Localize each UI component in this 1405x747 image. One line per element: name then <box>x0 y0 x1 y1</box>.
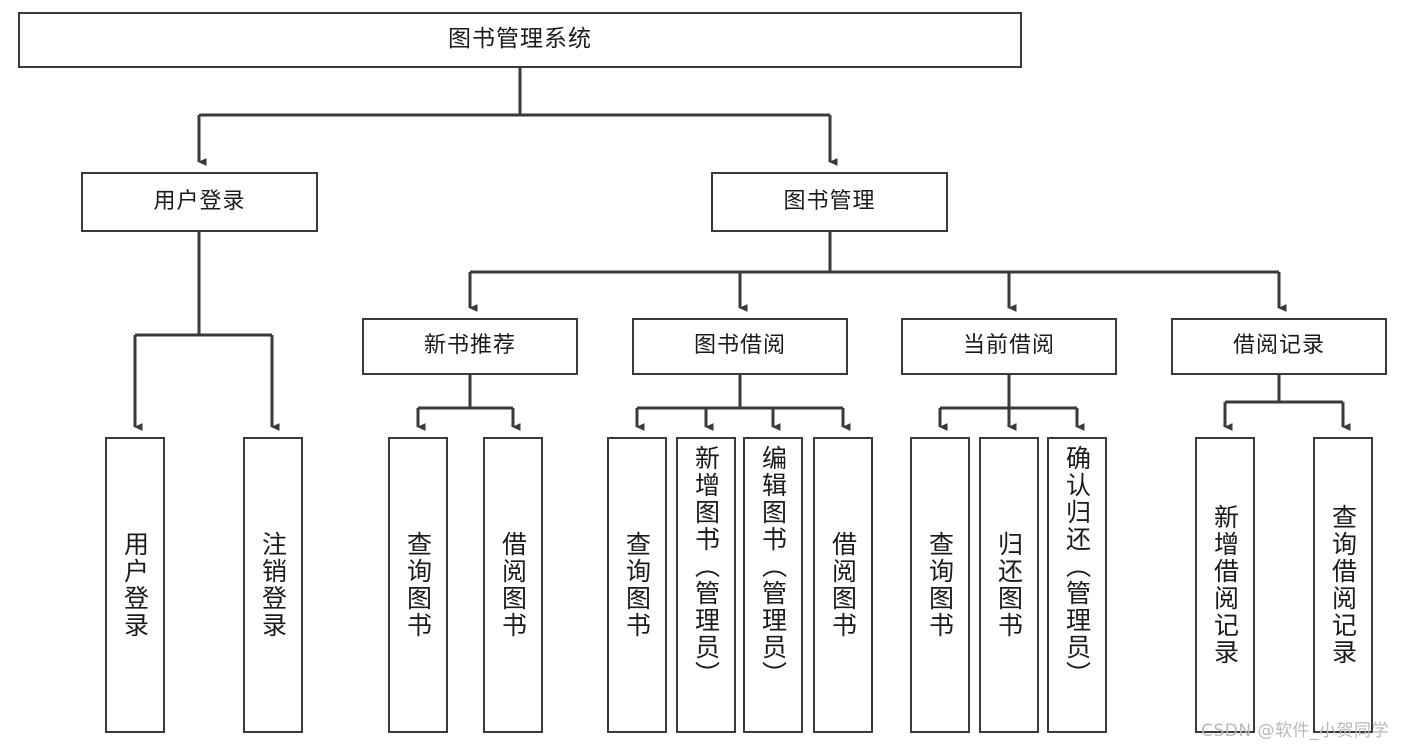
node-leaf-confirm-return-admin-label: 确认归还（管理员） <box>1062 445 1092 688</box>
node-book-borrow[interactable]: 图书借阅 <box>632 318 848 375</box>
node-leaf-add-borrow-record[interactable]: 新增借阅记录 <box>1195 437 1255 733</box>
node-new-book-recommend-label: 新书推荐 <box>423 333 516 359</box>
node-book-borrow-label: 图书借阅 <box>693 333 786 359</box>
node-book-manage[interactable]: 图书管理 <box>711 172 948 232</box>
node-leaf-query-book-3[interactable]: 查询图书 <box>910 437 970 733</box>
node-leaf-query-book-3-label: 查询图书 <box>925 531 955 639</box>
node-borrow-record-label: 借阅记录 <box>1232 333 1325 359</box>
node-leaf-logout-login[interactable]: 注销登录 <box>243 437 303 733</box>
node-leaf-query-book-1[interactable]: 查询图书 <box>388 437 448 733</box>
node-new-book-recommend[interactable]: 新书推荐 <box>362 318 578 375</box>
node-leaf-confirm-return-admin[interactable]: 确认归还（管理员） <box>1047 437 1107 733</box>
node-leaf-edit-book-admin-label: 编辑图书（管理员） <box>758 445 788 688</box>
node-leaf-add-book-admin[interactable]: 新增图书（管理员） <box>676 437 736 733</box>
node-leaf-return-book[interactable]: 归还图书 <box>979 437 1039 733</box>
node-borrow-record[interactable]: 借阅记录 <box>1171 318 1387 375</box>
node-leaf-query-borrow-record[interactable]: 查询借阅记录 <box>1313 437 1373 733</box>
node-leaf-query-book-1-label: 查询图书 <box>403 531 433 639</box>
node-user-login-label: 用户登录 <box>153 188 246 214</box>
node-root-system[interactable]: 图书管理系统 <box>18 12 1022 68</box>
node-leaf-user-login-label: 用户登录 <box>120 531 150 639</box>
node-leaf-logout-login-label: 注销登录 <box>258 531 288 639</box>
node-current-borrow[interactable]: 当前借阅 <box>901 318 1117 375</box>
node-leaf-user-login[interactable]: 用户登录 <box>105 437 165 733</box>
node-user-login[interactable]: 用户登录 <box>81 172 318 232</box>
node-leaf-borrow-book-2-label: 借阅图书 <box>828 531 858 639</box>
node-leaf-query-book-2[interactable]: 查询图书 <box>607 437 667 733</box>
node-leaf-query-book-2-label: 查询图书 <box>622 531 652 639</box>
node-leaf-borrow-book-1[interactable]: 借阅图书 <box>483 437 543 733</box>
node-leaf-add-book-admin-label: 新增图书（管理员） <box>691 445 721 688</box>
node-leaf-borrow-book-1-label: 借阅图书 <box>498 531 528 639</box>
node-root-system-label: 图书管理系统 <box>448 26 592 53</box>
node-leaf-edit-book-admin[interactable]: 编辑图书（管理员） <box>743 437 803 733</box>
node-leaf-return-book-label: 归还图书 <box>994 531 1024 639</box>
node-book-manage-label: 图书管理 <box>783 188 876 214</box>
node-leaf-add-borrow-record-label: 新增借阅记录 <box>1210 504 1240 666</box>
node-leaf-query-borrow-record-label: 查询借阅记录 <box>1328 504 1358 666</box>
node-leaf-borrow-book-2[interactable]: 借阅图书 <box>813 437 873 733</box>
csdn-watermark: CSDN @软件_小贺同学 <box>1201 721 1389 741</box>
node-current-borrow-label: 当前借阅 <box>962 333 1055 359</box>
